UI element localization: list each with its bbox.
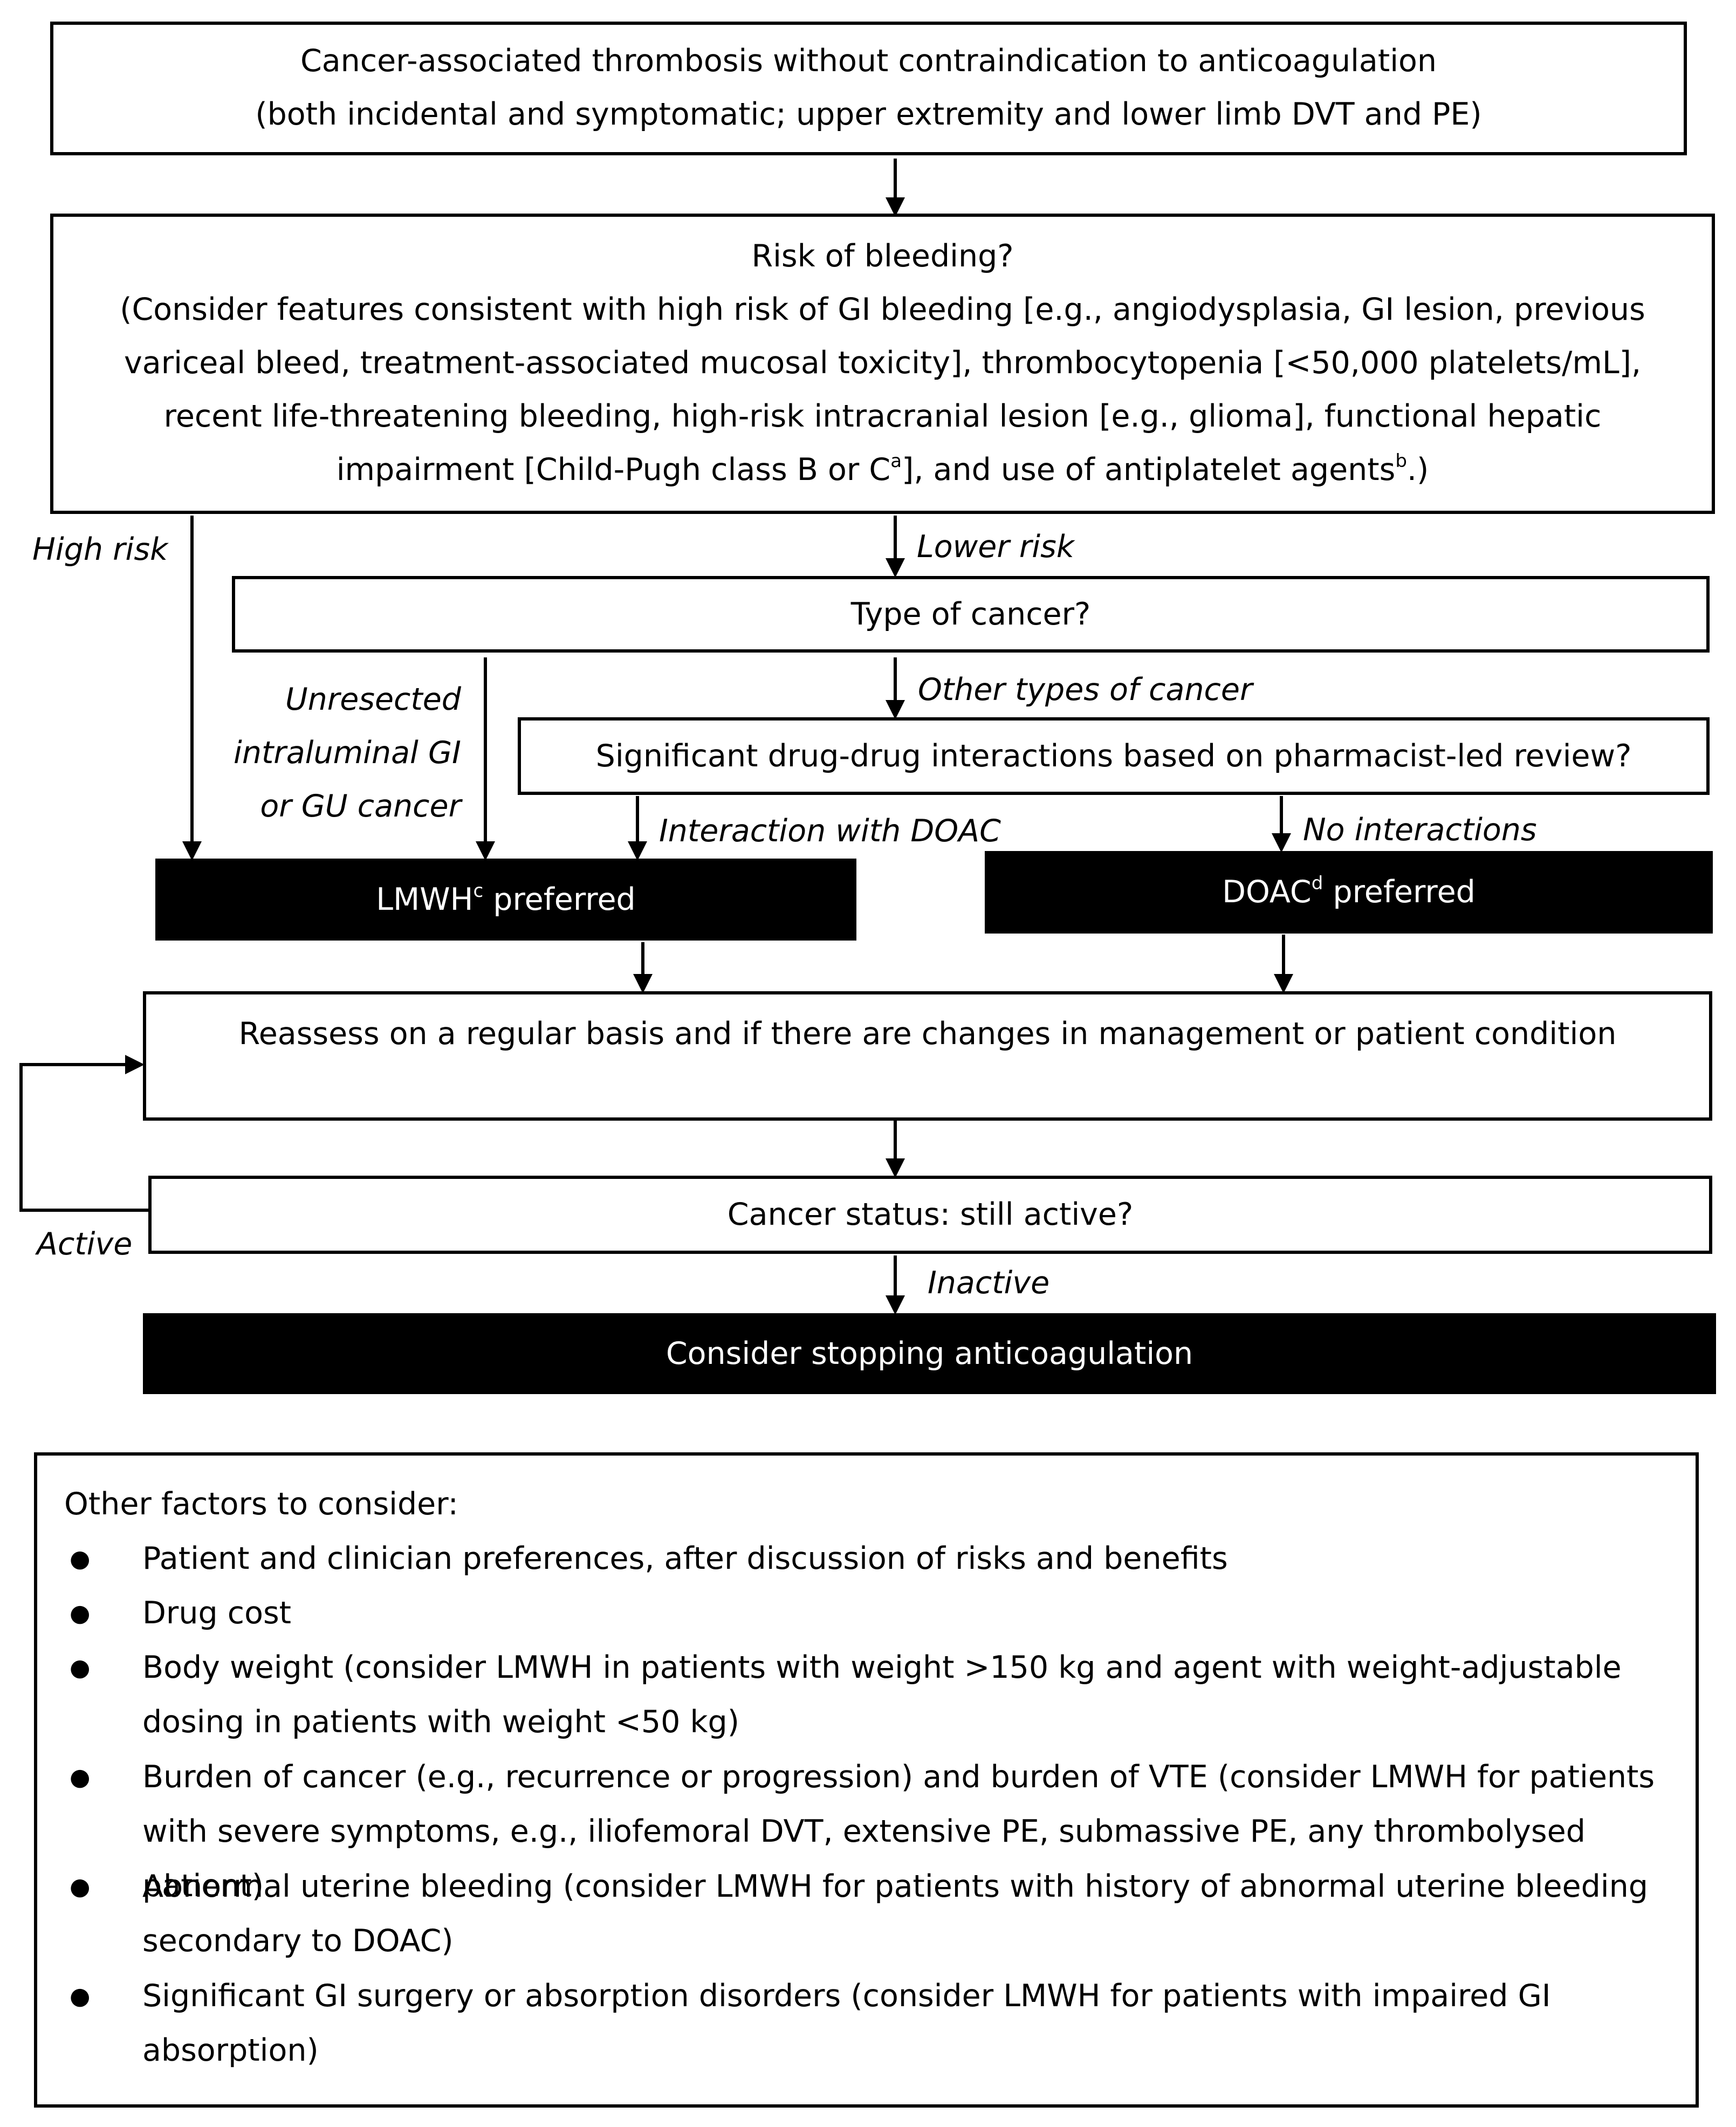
doac-suffix: preferred — [1323, 874, 1476, 910]
label-active: Active — [37, 1226, 133, 1262]
factor-item: ● Drug cost — [64, 1586, 1714, 1641]
label-unresected-1: Unresected — [285, 682, 461, 717]
footnote-b: b — [1395, 450, 1407, 472]
lmwh-label: LMWH — [376, 882, 474, 917]
label-high-risk: High risk — [32, 532, 168, 567]
bleeding-line-2: variceal bleed, treatment-associated muc… — [124, 345, 1641, 381]
cancer-status-box: Cancer status: still active? — [148, 1176, 1712, 1254]
bleeding-risk-box: Risk of bleeding? (Consider features con… — [50, 214, 1715, 514]
reassess-text: Reassess on a regular basis and if there… — [238, 1016, 1617, 1052]
factor-item-line-1: Patient and clinician preferences, after… — [142, 1541, 1228, 1576]
lmwh-suffix: preferred — [483, 882, 636, 917]
arrow-active-loop — [19, 1055, 148, 1212]
factor-item-line-2: with severe symptoms, e.g., iliofemoral … — [142, 1814, 1586, 1904]
bullet-icon: ● — [70, 1600, 91, 1627]
other-factors-heading: Other factors to consider: — [64, 1486, 458, 1522]
start-line-1: Cancer-associated thrombosis without con… — [300, 43, 1437, 79]
factor-item-line-1: Drug cost — [142, 1595, 292, 1631]
factor-item: ● Significant GI surgery or absorption d… — [64, 1969, 1714, 2078]
bleeding-line-1: (Consider features consistent with high … — [120, 292, 1645, 327]
start-line-2: (both incidental and symptomatic; upper … — [255, 97, 1482, 132]
bullet-icon: ● — [70, 1764, 91, 1791]
bleeding-title: Risk of bleeding? — [751, 238, 1014, 274]
label-other-cancer: Other types of cancer — [918, 672, 1253, 708]
label-lower-risk: Lower risk — [917, 529, 1074, 565]
bleeding-line-4: impairment [Child-Pugh class B or Ca], a… — [53, 443, 1712, 497]
cancer-type-text: Type of cancer? — [850, 596, 1091, 632]
reassess-box: Reassess on a regular basis and if there… — [143, 991, 1712, 1121]
cancer-status-text: Cancer status: still active? — [727, 1197, 1134, 1232]
stop-anticoagulation-box: Consider stopping anticoagulation — [143, 1313, 1716, 1394]
factor-item: ● Patient and clinician preferences, aft… — [64, 1532, 1714, 1586]
label-no-interactions: No interactions — [1303, 812, 1537, 848]
factor-item-line-2: secondary to DOAC) — [142, 1923, 454, 1959]
cancer-type-box: Type of cancer? — [232, 576, 1710, 653]
bullet-icon: ● — [70, 1545, 91, 1573]
other-factors-box: Other factors to consider: ● Patient and… — [34, 1452, 1699, 2108]
drug-interactions-text: Significant drug-drug interactions based… — [595, 738, 1632, 774]
doac-label: DOAC — [1222, 874, 1312, 910]
footnote-a: a — [890, 450, 902, 472]
label-inactive: Inactive — [928, 1265, 1050, 1301]
factor-item-line-1: Abnormal uterine bleeding (consider LMWH… — [142, 1869, 1648, 1904]
factor-item-line-2: dosing in patients with weight <50 kg) — [142, 1704, 739, 1740]
bleeding-line-4-b: ], and use of antiplatelet agents — [902, 452, 1396, 488]
factor-item-line-1: Significant GI surgery or absorption dis… — [142, 1978, 1551, 2014]
bullet-icon: ● — [70, 1873, 91, 1900]
footnote-d: d — [1311, 873, 1323, 894]
bullet-icon: ● — [70, 1982, 91, 2010]
label-unresected-3: or GU cancer — [260, 788, 461, 824]
factor-item-line-1: Burden of cancer (e.g., recurrence or pr… — [142, 1759, 1655, 1795]
factor-item-line-2: absorption) — [142, 2033, 319, 2068]
doac-preferred-box: DOACd preferred — [985, 851, 1713, 934]
bullet-icon: ● — [70, 1654, 91, 1682]
start-box: Cancer-associated thrombosis without con… — [50, 22, 1687, 155]
bleeding-line-4-c: .) — [1406, 452, 1429, 488]
lmwh-preferred-box: LMWHc preferred — [155, 859, 856, 941]
bleeding-line-4-a: impairment [Child-Pugh class B or C — [336, 452, 891, 488]
footnote-c: c — [473, 880, 484, 902]
bleeding-line-3: recent life-threatening bleeding, high-r… — [163, 399, 1602, 434]
drug-interactions-box: Significant drug-drug interactions based… — [518, 717, 1710, 795]
factor-item-line-1: Body weight (consider LMWH in patients w… — [142, 1650, 1622, 1685]
factor-item: ● Abnormal uterine bleeding (consider LM… — [64, 1860, 1714, 1968]
label-interaction-with-doac: Interaction with DOAC — [659, 813, 1001, 849]
factor-item: ● Burden of cancer (e.g., recurrence or … — [64, 1750, 1714, 1913]
stop-anticoagulation-text: Consider stopping anticoagulation — [665, 1336, 1193, 1371]
factor-item: ● Body weight (consider LMWH in patients… — [64, 1641, 1714, 1749]
label-unresected-2: intraluminal GI — [234, 735, 461, 771]
